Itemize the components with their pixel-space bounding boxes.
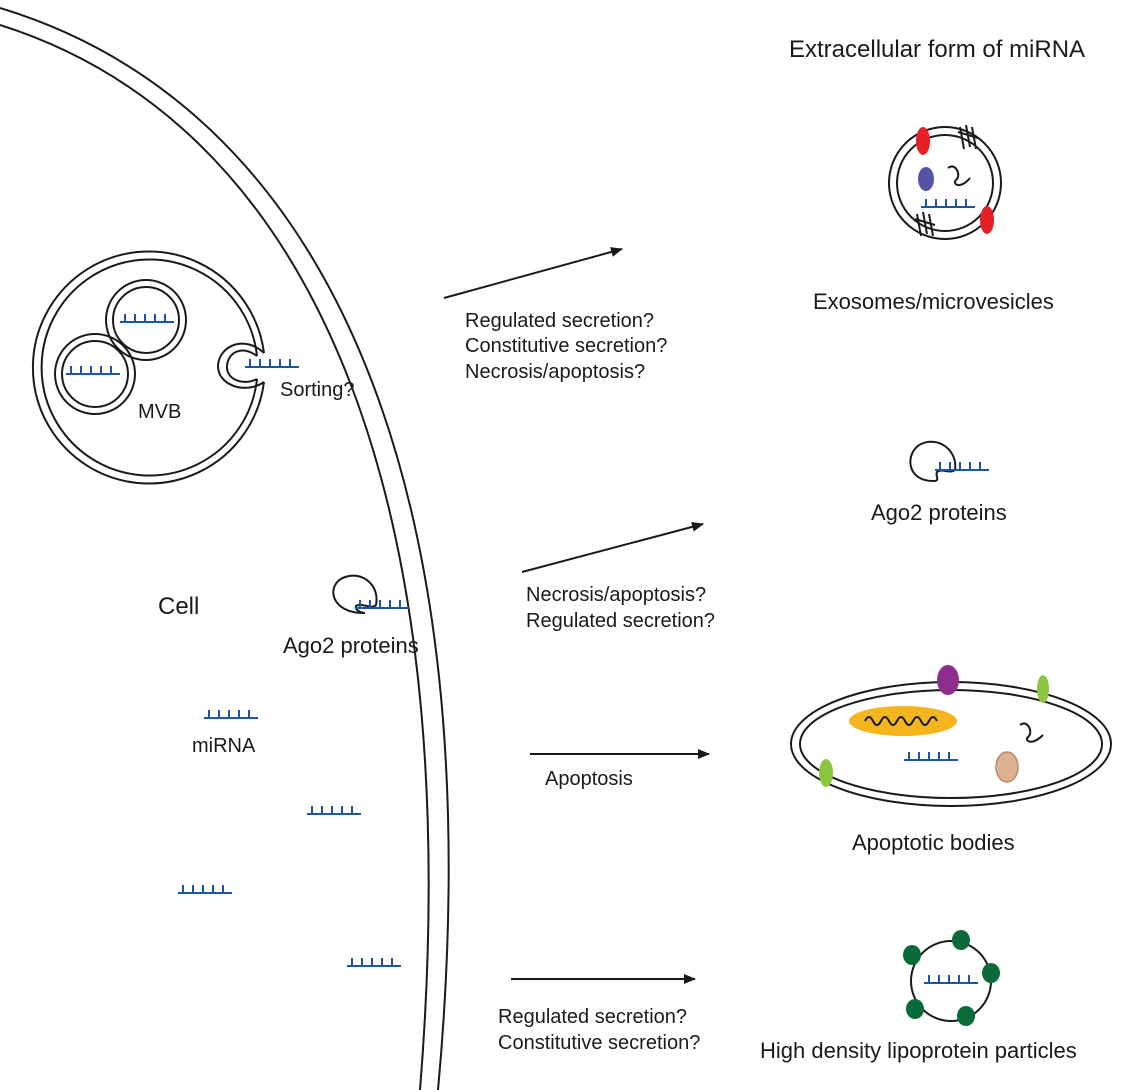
pathway-exosomes-text: Regulated secretion? Constitutive secret… bbox=[465, 310, 667, 383]
pathway-apoptotic-line-1: Apoptosis bbox=[545, 768, 633, 790]
sorting-label: Sorting? bbox=[280, 379, 355, 401]
exosome-marker-red-2 bbox=[980, 206, 994, 234]
pathway-ago2-line-2: Regulated secretion? bbox=[526, 610, 715, 632]
mvb-vesicle-mirna-1 bbox=[119, 313, 175, 323]
pathway-hdl-text: Regulated secretion? Constitutive secret… bbox=[498, 1006, 700, 1054]
mirna-label: miRNA bbox=[192, 735, 256, 757]
hdl-protein-5 bbox=[957, 1006, 975, 1026]
pathway-exosomes-line-2: Constitutive secretion? bbox=[465, 335, 667, 357]
cell-label: Cell bbox=[158, 593, 199, 620]
exosome-protein-1 bbox=[957, 124, 979, 150]
apoptotic-marker-green-2 bbox=[819, 759, 833, 787]
free-mirna-2 bbox=[306, 805, 362, 815]
hdl-protein-1 bbox=[952, 930, 970, 950]
pathway-ago2-line-1: Necrosis/apoptosis? bbox=[526, 584, 706, 606]
pathway-ago2-text: Necrosis/apoptosis? Regulated secretion? bbox=[526, 584, 715, 632]
hdl-label: High density lipoprotein particles bbox=[760, 1038, 1077, 1063]
extracellular-ago2-shape bbox=[909, 440, 957, 483]
free-mirna-4 bbox=[346, 957, 402, 967]
mvb-vesicle-mirna-2 bbox=[65, 365, 121, 375]
exosome-mirna bbox=[920, 198, 976, 208]
apoptotic-marker-purple bbox=[937, 665, 959, 695]
apoptotic-nucleus bbox=[849, 706, 957, 736]
extracellular-ago2-label: Ago2 proteins bbox=[871, 500, 1007, 525]
sorting-mirna bbox=[244, 358, 300, 368]
hdl-protein-4 bbox=[906, 999, 924, 1019]
pathway-hdl-line-2: Constitutive secretion? bbox=[498, 1032, 700, 1054]
diagram-title: Extracellular form of miRNA bbox=[789, 36, 1085, 63]
arrow-exosomes bbox=[443, 247, 623, 299]
hdl-protein-3 bbox=[982, 963, 1000, 983]
apoptotic-label: Apoptotic bodies bbox=[852, 830, 1015, 855]
pathway-hdl-line-1: Regulated secretion? bbox=[498, 1006, 687, 1028]
intracellular-ago2-label: Ago2 proteins bbox=[283, 633, 419, 658]
free-mirna-3 bbox=[177, 884, 233, 894]
apoptotic-rna-strand bbox=[1019, 722, 1044, 743]
mvb-label: MVB bbox=[138, 401, 181, 423]
apoptotic-body bbox=[790, 665, 1112, 807]
intracellular-ago2-mirna bbox=[354, 599, 410, 609]
cell-membrane bbox=[0, 7, 450, 1090]
exosome-rna-strand bbox=[947, 165, 971, 186]
exosome bbox=[888, 124, 1002, 240]
hdl-mirna bbox=[923, 974, 979, 984]
pathway-exosomes-line-1: Regulated secretion? bbox=[465, 310, 654, 332]
hdl-protein-2 bbox=[903, 945, 921, 965]
free-mirna-1 bbox=[203, 709, 259, 719]
apoptotic-marker-green-1 bbox=[1037, 675, 1049, 703]
extracellular-ago2-mirna bbox=[934, 461, 990, 471]
exosome-marker-purple bbox=[918, 167, 934, 191]
exosome-label: Exosomes/microvesicles bbox=[813, 289, 1054, 314]
exosome-marker-red-1 bbox=[916, 127, 930, 155]
hdl-particle bbox=[903, 930, 1000, 1026]
mvb bbox=[31, 250, 265, 485]
apoptotic-chromatin bbox=[864, 716, 938, 726]
apoptotic-mirna bbox=[903, 751, 959, 761]
apoptotic-marker-tan bbox=[995, 751, 1019, 783]
arrow-ago2 bbox=[521, 521, 704, 573]
exosome-protein-2 bbox=[914, 211, 936, 237]
pathway-exosomes-line-3: Necrosis/apoptosis? bbox=[465, 361, 645, 383]
